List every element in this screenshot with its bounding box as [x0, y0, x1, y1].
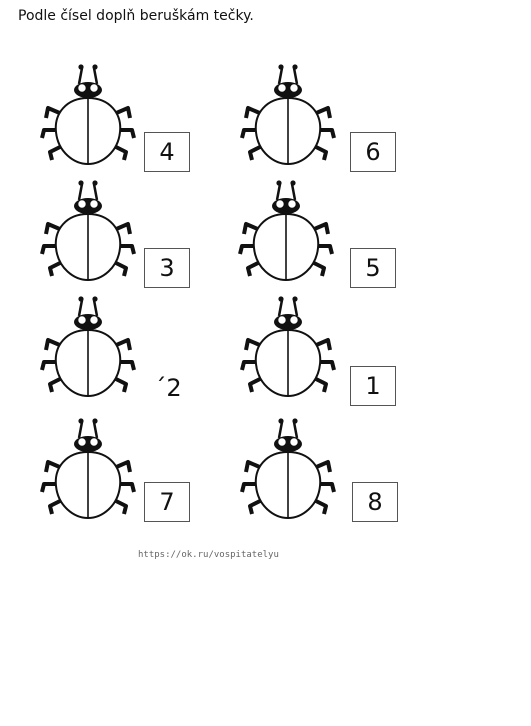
- ladybug-icon: [240, 296, 336, 398]
- ladybug-icon: [240, 64, 336, 166]
- ladybug-drawing: [38, 60, 138, 172]
- source-url: https://ok.ru/vospitatelyu: [138, 550, 279, 560]
- ladybug-icon: [40, 64, 136, 166]
- ladybug-icon: [40, 180, 136, 282]
- ladybug-icon: [238, 180, 334, 282]
- number-box: ´2: [145, 368, 191, 408]
- ladybug-worksheet: 4 6: [30, 48, 410, 538]
- number-box: 8: [352, 482, 398, 522]
- ladybug-drawing: [238, 60, 338, 172]
- number-box: 6: [350, 132, 396, 172]
- ladybug-drawing: [238, 414, 338, 526]
- ladybug-drawing: [236, 176, 336, 288]
- ladybug-icon: [40, 418, 136, 520]
- number-box: 3: [144, 248, 190, 288]
- worksheet-instruction: Podle čísel doplň beruškám tečky.: [18, 8, 254, 24]
- ladybug-icon: [40, 296, 136, 398]
- ladybug-drawing: [38, 176, 138, 288]
- number-box: 1: [350, 366, 396, 406]
- number-box: 7: [144, 482, 190, 522]
- ladybug-drawing: [38, 292, 138, 404]
- ladybug-icon: [240, 418, 336, 520]
- ladybug-drawing: [238, 292, 338, 404]
- number-box: 5: [350, 248, 396, 288]
- number-box: 4: [144, 132, 190, 172]
- ladybug-drawing: [38, 414, 138, 526]
